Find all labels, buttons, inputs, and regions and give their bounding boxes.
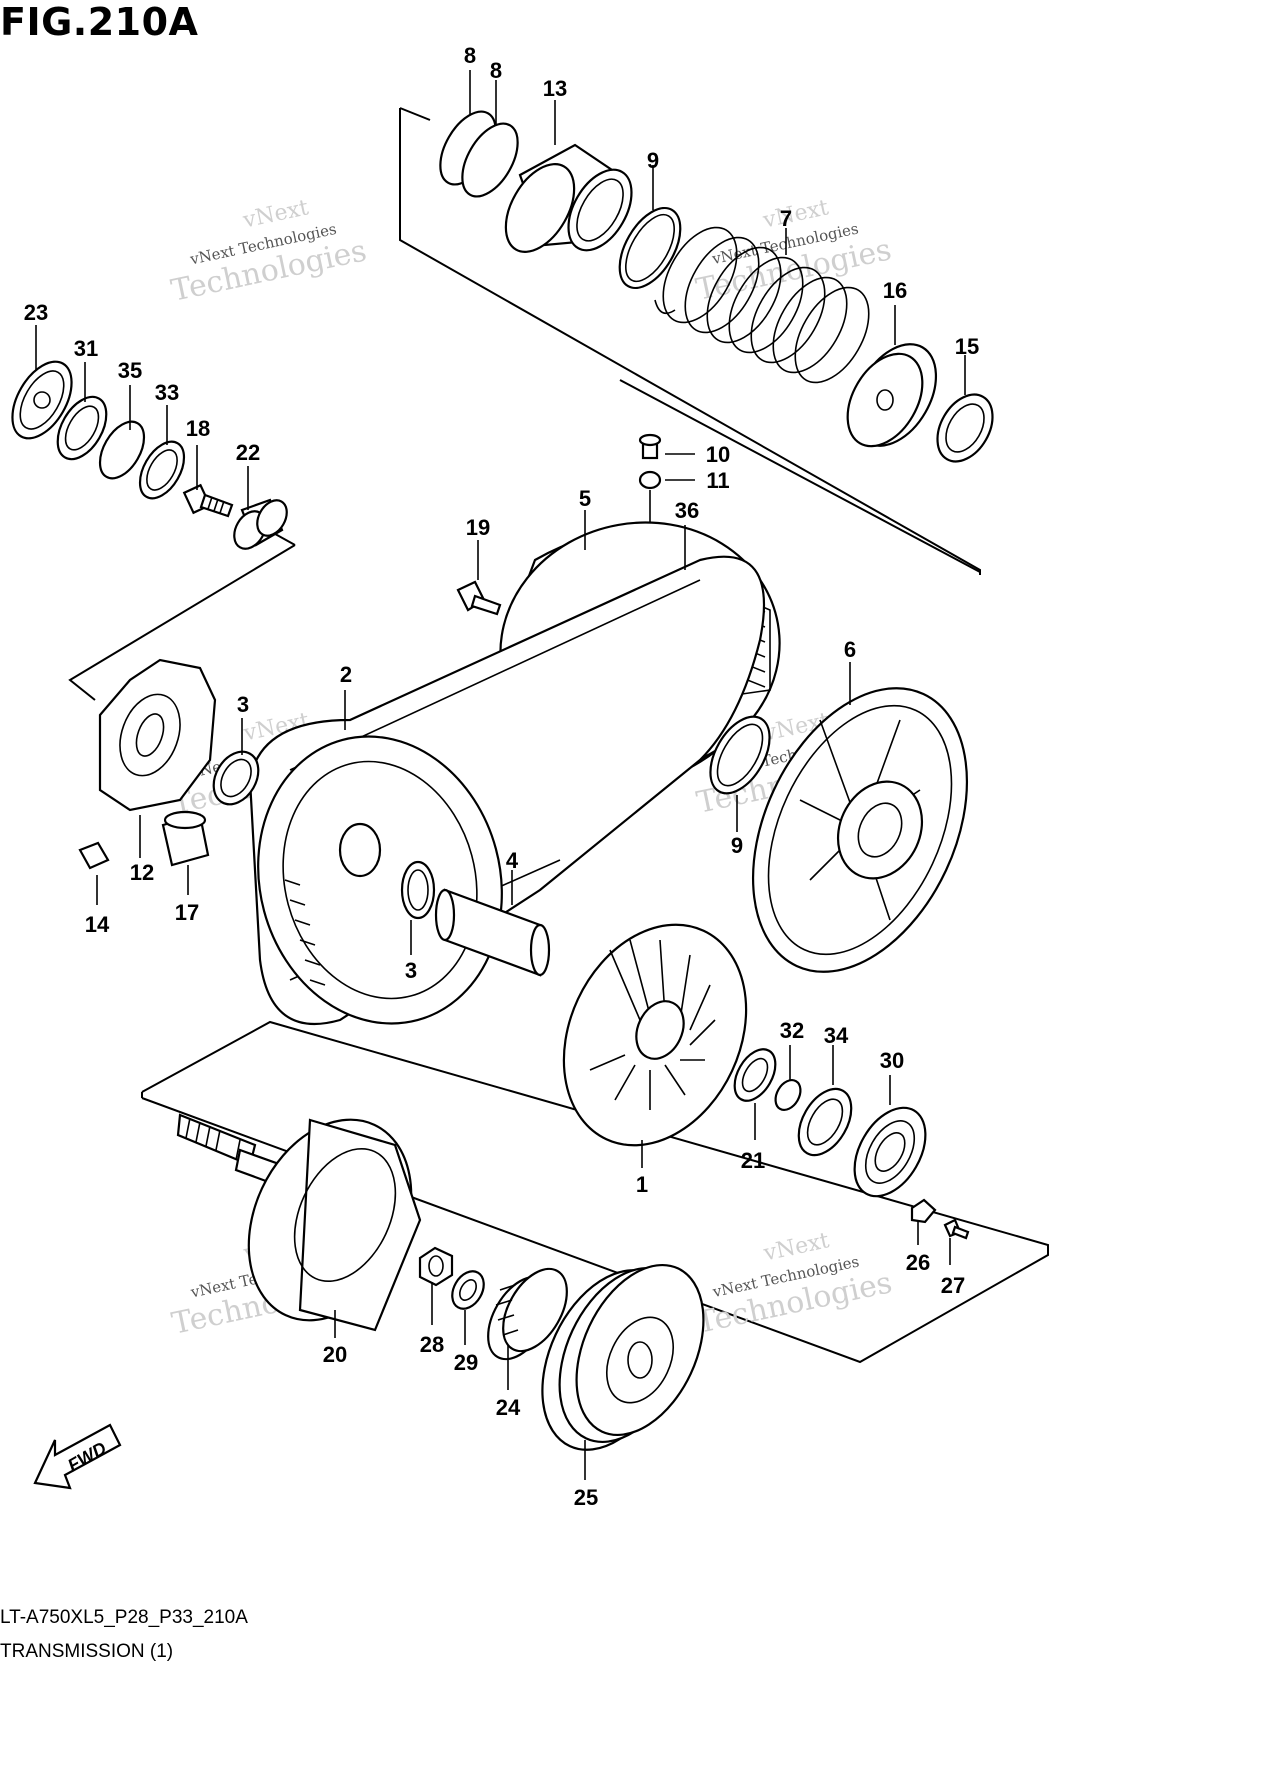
callout-31: 31 [74, 336, 98, 361]
watermark-bottom-right: vNext vNext Technologies Technologies [694, 1228, 895, 1341]
figure-title: FIG.210A [0, 0, 199, 44]
part-9-washer-top [618, 206, 682, 290]
part-24-needle-bearing [487, 1267, 568, 1361]
part-11-ball [638, 470, 662, 490]
callout-35: 35 [118, 358, 142, 383]
part-32-o-ring [774, 1078, 802, 1112]
callout-21: 21 [741, 1148, 765, 1173]
part-2-drive-belt [248, 555, 766, 1025]
part-30-bearing [853, 1106, 927, 1198]
part-4-shaft [434, 888, 551, 977]
callout-8b: 8 [490, 58, 502, 83]
callout-6: 6 [844, 637, 856, 662]
part-6-movable-driven-face [751, 687, 969, 973]
leader-lines [35, 70, 966, 1480]
part-3-washer-a [212, 750, 260, 806]
part-33-washer [138, 440, 186, 500]
callout-19: 19 [466, 515, 490, 540]
callout-3-lower: 3 [405, 958, 417, 983]
callout-27: 27 [941, 1273, 965, 1298]
part-16-spring-seat [846, 343, 938, 448]
part-9-washer-lower [709, 715, 771, 795]
diagram-code: LT-A750XL5_P28_P33_210A [0, 1607, 248, 1628]
callout-5: 5 [579, 486, 591, 511]
part-31-oil-seal [56, 395, 108, 461]
part-29-washer [451, 1270, 485, 1310]
callout-1: 1 [636, 1172, 648, 1197]
part-12-movable-drive-plate [98, 658, 217, 812]
part-34-oil-seal [797, 1087, 853, 1157]
part-15-nut [936, 393, 994, 463]
callout-28: 28 [420, 1332, 444, 1357]
part-26-nut [910, 1198, 937, 1224]
callout-17: 17 [175, 900, 199, 925]
part-21-bearing-spacer [733, 1048, 777, 1102]
part-27-bolt [943, 1218, 970, 1240]
assembly-frame [68, 107, 1049, 1364]
diagram-caption: TRANSMISSION (1) [0, 1641, 174, 1662]
callout-7: 7 [780, 206, 792, 231]
part-17-spacer [161, 810, 210, 867]
part-3-washer-b [400, 860, 436, 920]
callout-9-lower: 9 [731, 833, 743, 858]
callout-36: 36 [675, 498, 699, 523]
part-10-pin [638, 433, 662, 460]
callout-8a: 8 [464, 43, 476, 68]
callout-25: 25 [574, 1485, 598, 1510]
callout-34: 34 [824, 1023, 849, 1048]
callout-2: 2 [340, 662, 352, 687]
part-8-o-ring-b [461, 122, 519, 198]
forward-direction-arrow: FWD [33, 1423, 122, 1490]
part-18-bolt [182, 483, 234, 518]
part-35-circlip [98, 420, 146, 480]
callout-15: 15 [955, 334, 979, 359]
part-1-fixed-drive-face [562, 923, 748, 1147]
callout-9-top: 9 [647, 148, 659, 173]
part-22-spacer [233, 498, 288, 550]
callout-13: 13 [543, 76, 567, 101]
callout-30: 30 [880, 1048, 904, 1073]
watermark-top-right: vNext vNext Technologies Technologies [693, 195, 894, 308]
callout-33: 33 [155, 380, 179, 405]
part-7-spring [654, 226, 870, 384]
callout-16: 16 [883, 278, 907, 303]
part-25-clutch-assembly [541, 1263, 705, 1451]
callout-14: 14 [85, 912, 110, 937]
part-23-bearing [11, 360, 73, 440]
callout-4: 4 [506, 848, 519, 873]
part-19-bolt [456, 580, 502, 616]
callout-24: 24 [496, 1395, 521, 1420]
callout-18: 18 [186, 416, 210, 441]
callout-12: 12 [130, 860, 154, 885]
watermark-top-left: vNext vNext Technologies Technologies [168, 195, 369, 309]
part-20-clutch-housing-shaft [176, 1113, 422, 1332]
callout-32: 32 [780, 1018, 804, 1043]
callout-3-upper: 3 [237, 692, 249, 717]
callout-29: 29 [454, 1350, 478, 1375]
callout-11: 11 [706, 468, 729, 493]
callout-20: 20 [323, 1342, 347, 1367]
part-28-nut [418, 1246, 454, 1287]
callout-26: 26 [906, 1250, 930, 1275]
callout-10: 10 [706, 442, 730, 467]
part-13-sleeve [504, 143, 633, 253]
callout-23: 23 [24, 300, 48, 325]
part-14-slide-piece [78, 841, 110, 870]
callout-22: 22 [236, 440, 260, 465]
callout-labels: 8 8 13 9 7 16 15 23 31 35 33 18 22 10 11… [24, 43, 979, 1510]
